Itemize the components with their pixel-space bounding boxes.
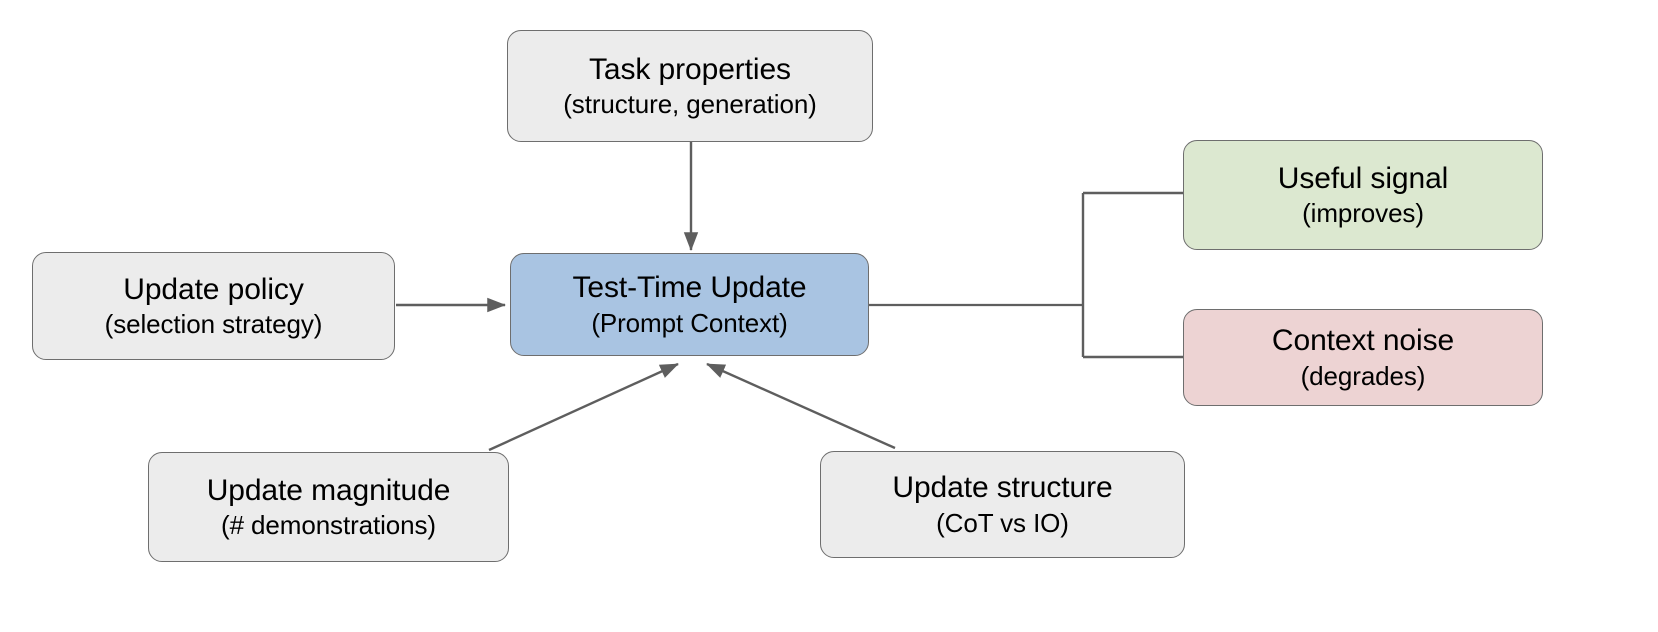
node-title: Update policy [123, 272, 304, 306]
node-subtitle: (CoT vs IO) [936, 507, 1069, 538]
node-title: Useful signal [1277, 161, 1449, 195]
edge-update-structure-to-center [706, 362, 896, 450]
node-subtitle: (# demonstrations) [221, 510, 436, 541]
node-update-policy[interactable]: Update policy (selection strategy) [32, 252, 395, 360]
node-subtitle: (degrades) [1300, 360, 1426, 391]
node-title: Update structure [892, 471, 1113, 505]
node-title: Task properties [589, 52, 791, 86]
edge-update-magnitude-to-center [488, 362, 679, 452]
node-title: Update magnitude [206, 473, 451, 507]
node-useful-signal[interactable]: Useful signal (improves) [1183, 140, 1543, 250]
node-update-structure[interactable]: Update structure (CoT vs IO) [820, 451, 1185, 558]
node-title: Test-Time Update [572, 271, 807, 305]
node-subtitle: (Prompt Context) [591, 307, 788, 338]
node-subtitle: (selection strategy) [104, 309, 323, 340]
node-test-time-update[interactable]: Test-Time Update (Prompt Context) [510, 253, 869, 356]
node-subtitle: (structure, generation) [563, 89, 817, 120]
node-update-magnitude[interactable]: Update magnitude (# demonstrations) [148, 452, 509, 562]
node-subtitle: (improves) [1302, 198, 1424, 229]
node-title: Context noise [1271, 324, 1455, 358]
node-task-properties[interactable]: Task properties (structure, generation) [507, 30, 873, 142]
node-context-noise[interactable]: Context noise (degrades) [1183, 309, 1543, 406]
